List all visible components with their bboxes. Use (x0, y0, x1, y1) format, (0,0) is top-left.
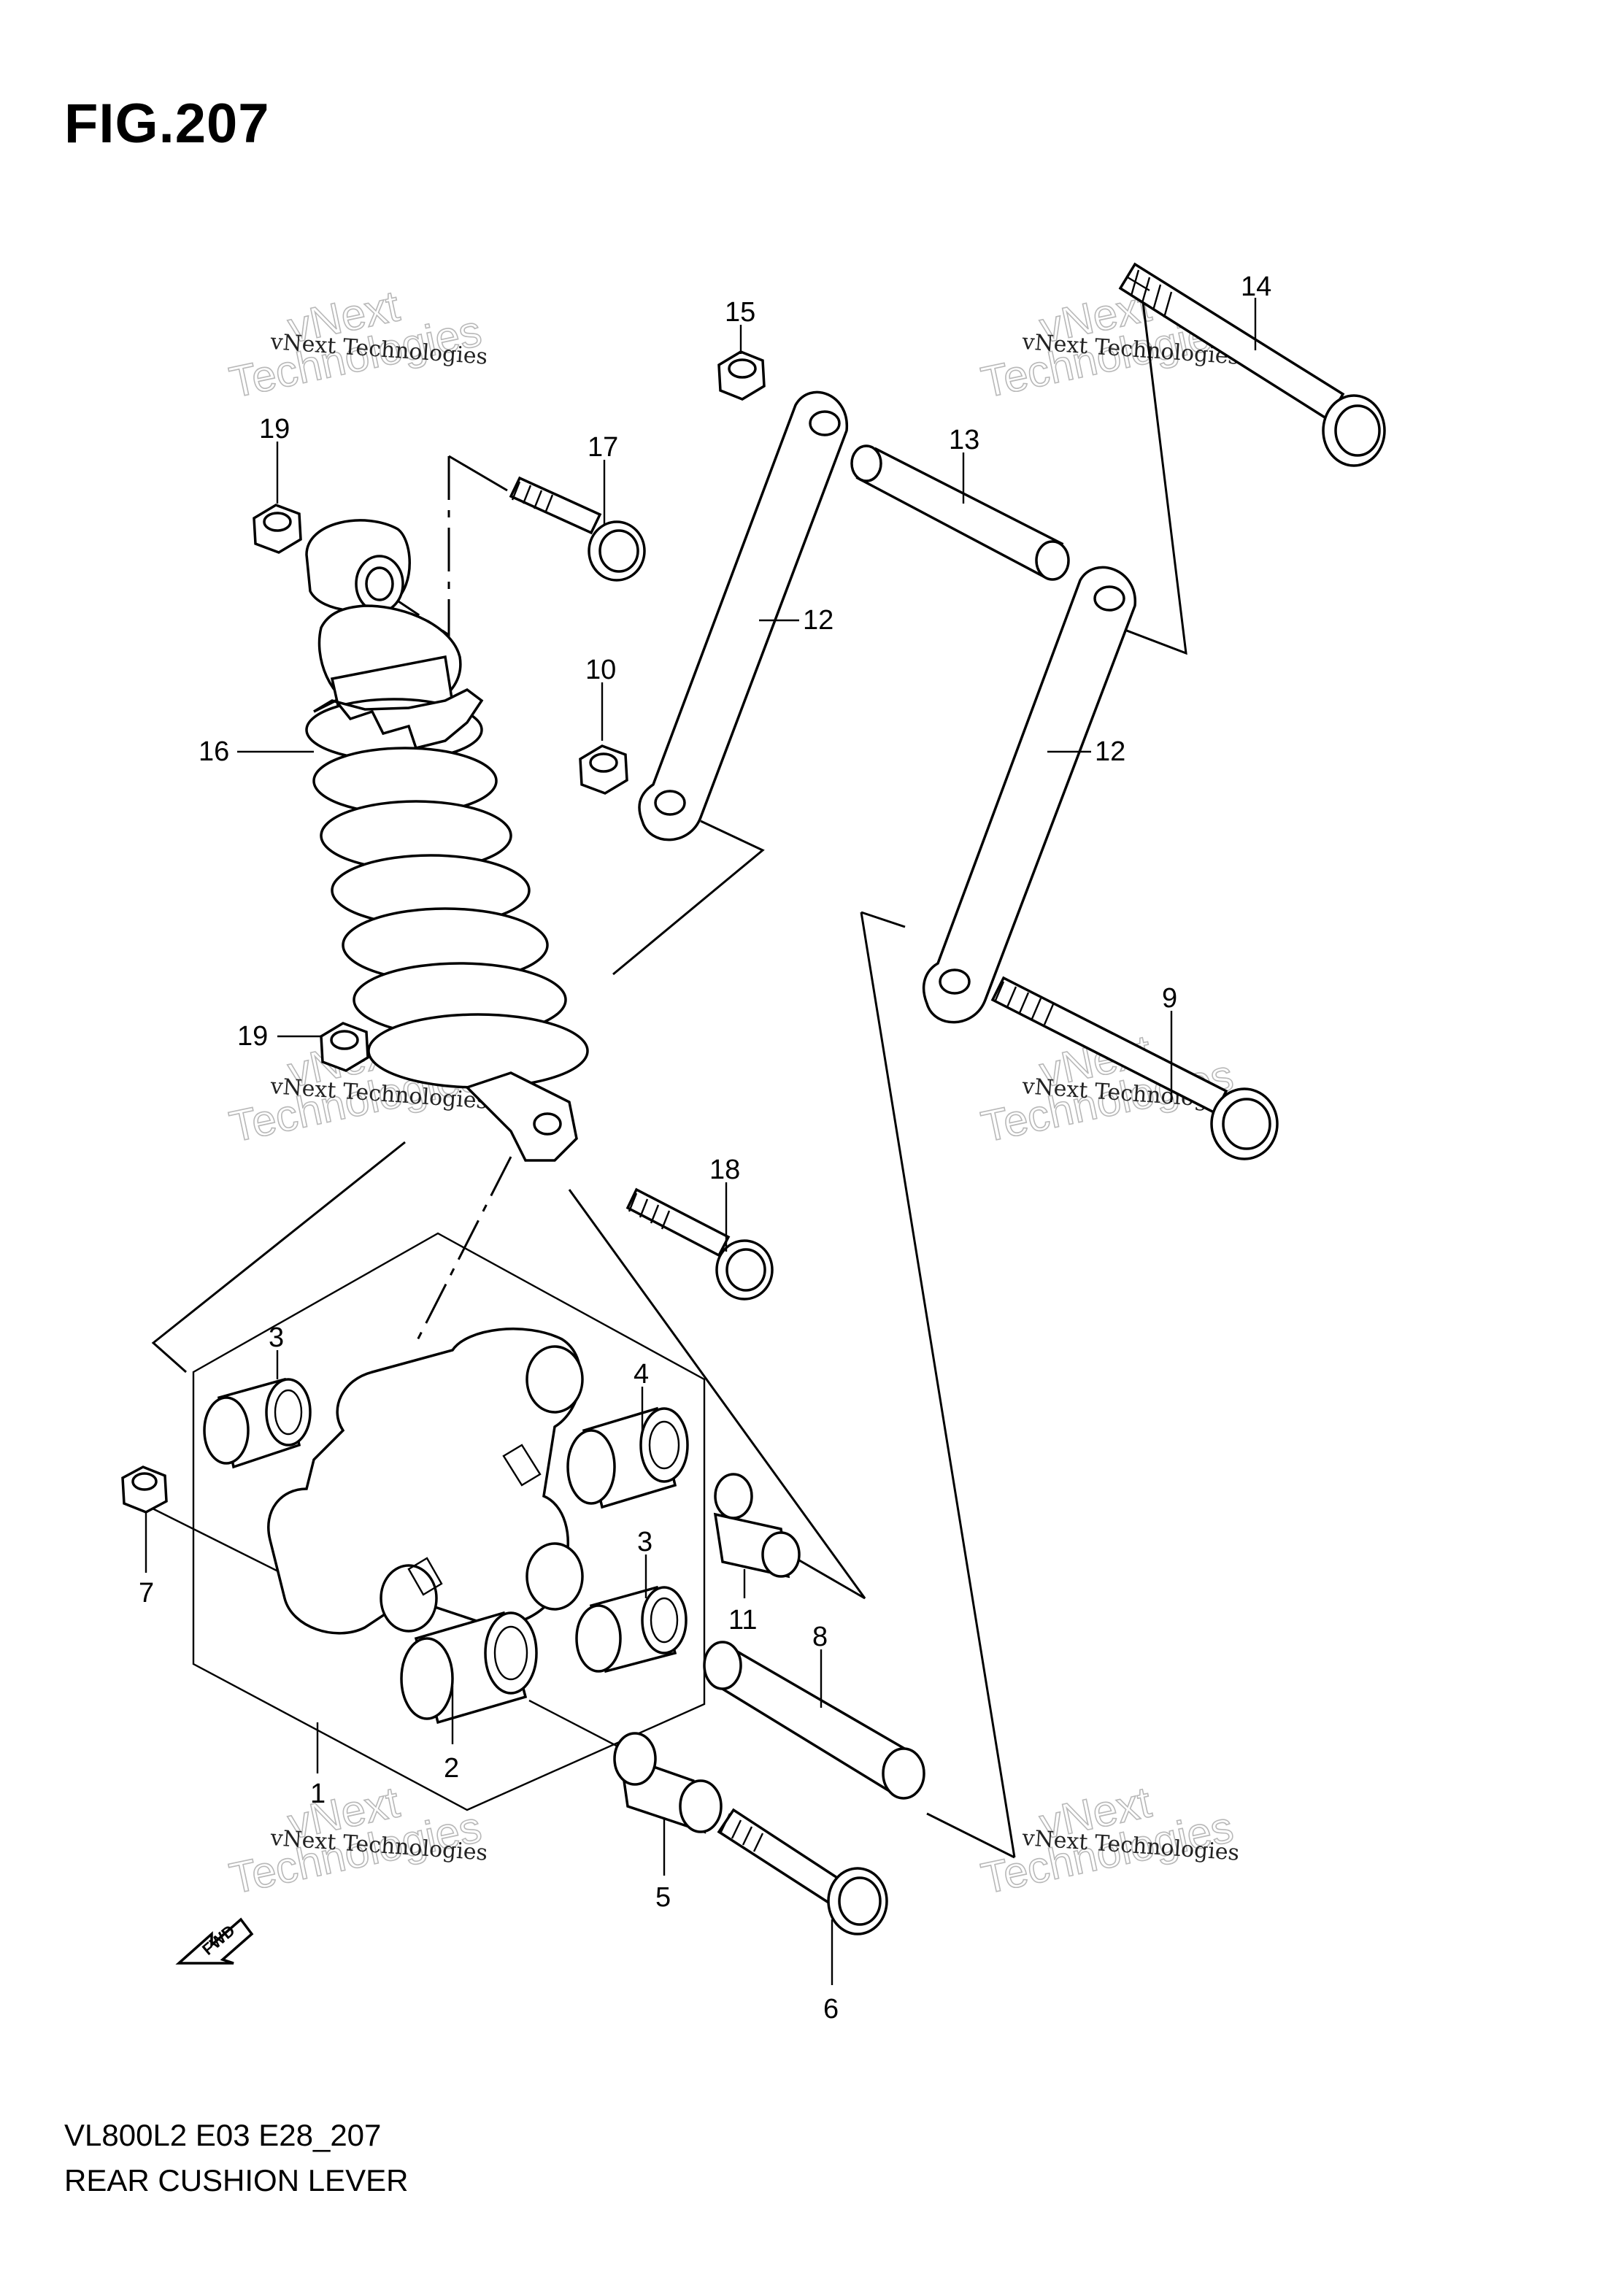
part-17-bolt (509, 476, 646, 582)
part-12-link-right (922, 566, 1136, 1024)
callout-8: 8 (812, 1622, 828, 1652)
callout-11: 11 (728, 1605, 757, 1636)
callout-16: 16 (199, 736, 229, 767)
callout-5: 5 (655, 1882, 671, 1913)
part-19-nut-lower (320, 1022, 369, 1072)
callout-9: 9 (1162, 983, 1177, 1014)
part-6-bolt (717, 1808, 888, 1935)
part-1-cushion-lever (267, 1328, 584, 1635)
part-4-bushing (566, 1406, 689, 1509)
part-5-spacer (613, 1732, 723, 1834)
part-8-pin (703, 1641, 925, 1800)
part-9-bolt (990, 976, 1279, 1160)
figure-caption: REAR CUSHION LEVER (64, 2163, 409, 2197)
callout-12-right: 12 (1095, 736, 1125, 767)
part-7-nut (121, 1465, 168, 1514)
part-3-bushing-left (203, 1377, 312, 1469)
callout-1: 1 (310, 1779, 326, 1809)
figure-title: FIG.207 (64, 93, 270, 155)
part-11-spacer (713, 1473, 801, 1579)
callout-2: 2 (444, 1753, 459, 1784)
part-13-pin (850, 444, 1070, 581)
callout-18: 18 (709, 1155, 740, 1185)
figure-code: VL800L2 E03 E28_207 (64, 2118, 382, 2152)
part-3-bushing-right (575, 1585, 688, 1673)
callout-3-left: 3 (269, 1322, 284, 1353)
callout-14: 14 (1241, 271, 1271, 302)
leader-lines (145, 298, 1257, 1985)
part-10-nut (579, 744, 628, 795)
part-18-bolt (625, 1187, 774, 1301)
part-15-nut (717, 350, 766, 401)
callout-3-right: 3 (637, 1527, 652, 1557)
part-19-nut-top (253, 504, 302, 554)
callout-4: 4 (634, 1359, 649, 1390)
callout-12-left: 12 (803, 605, 833, 636)
part-2-bushing (400, 1611, 538, 1725)
callout-13: 13 (949, 425, 979, 455)
fwd-arrow-icon: FWD (175, 1917, 254, 1965)
callout-6: 6 (823, 1994, 839, 2025)
figure-footer: VL800L2 E03 E28_207 REAR CUSHION LEVER (64, 2113, 408, 2203)
watermark-bottom-left: vNext Technologies vNext Technologies (225, 1776, 488, 1903)
watermark-top-right: vNext Technologies vNext Technologies (977, 280, 1240, 407)
watermark-top-left: vNext Technologies vNext Technologies (225, 280, 488, 407)
part-16-shock-absorber (305, 519, 589, 1162)
callout-19-top: 19 (259, 414, 290, 444)
callout-19-lower: 19 (237, 1021, 268, 1052)
callout-15: 15 (725, 297, 755, 328)
callout-7: 7 (139, 1578, 154, 1609)
part-12-link-left (638, 390, 848, 841)
callout-17: 17 (588, 432, 618, 463)
callout-labels: 14 15 13 19 17 12 10 16 12 9 19 18 3 4 3… (139, 271, 1271, 2025)
part-14-bolt (1118, 262, 1386, 467)
callout-10: 10 (585, 655, 616, 685)
watermark-bottom-right: vNext Technologies vNext Technologies (977, 1776, 1240, 1903)
